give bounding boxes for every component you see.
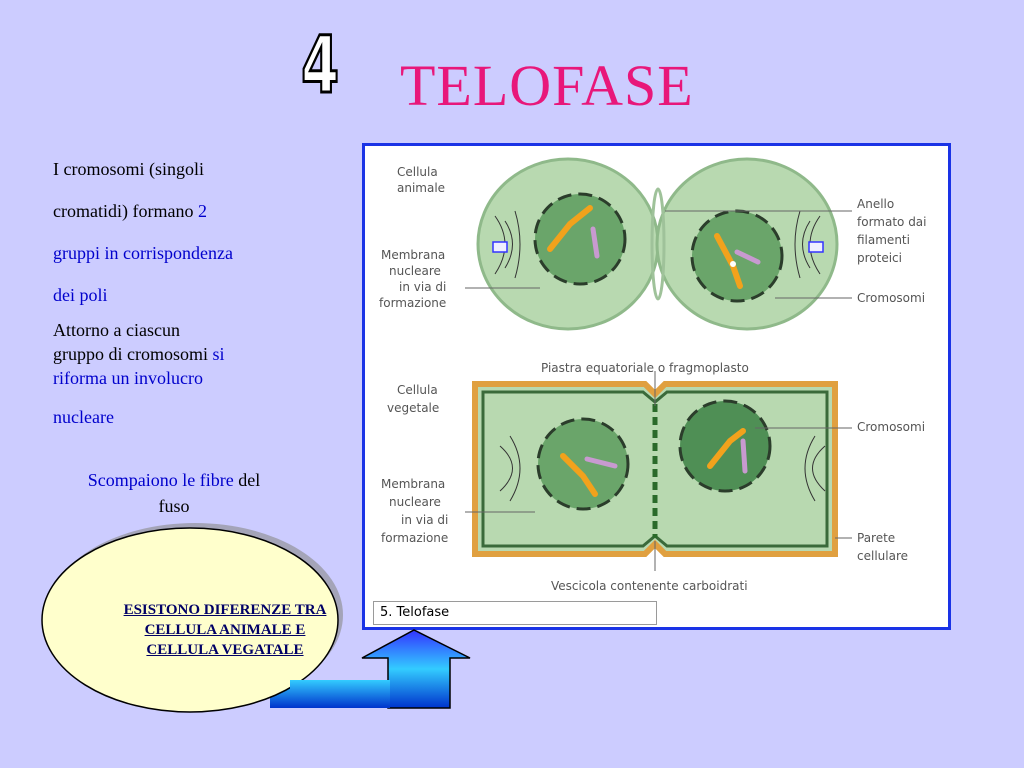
- arrow-connector: [290, 680, 390, 708]
- label-piastra: Piastra equatoriale o fragmoplasto: [541, 361, 749, 375]
- label-vescicola: Vescicola contenente carboidrati: [551, 579, 748, 593]
- text-line-4: dei poli: [53, 285, 108, 305]
- figure-caption: 5. Telofase: [373, 601, 657, 625]
- text-line-nucleare: nucleare: [53, 407, 114, 427]
- description-text: I cromosomi (singoli cromatidi) formano …: [53, 148, 323, 438]
- text-paragraph-2: Attorno a ciascun gruppo di cromosomi si…: [53, 320, 225, 388]
- callout-oval: [41, 527, 339, 713]
- slide-number-text: 4: [301, 22, 339, 102]
- text-line-2: cromatidi) formano 2: [53, 201, 207, 221]
- callout-text: ESISTONO DIFERENZE TRA CELLULA ANIMALE E…: [123, 602, 327, 658]
- label-cromosomi-vegetale: Cromosomi: [857, 420, 925, 434]
- fibre-text: Scompaiono le fibre del fuso: [87, 470, 261, 516]
- slide-title: TELOFASE: [400, 53, 694, 118]
- slide-number: 4: [300, 22, 341, 102]
- label-cromosomi-animale: Cromosomi: [857, 291, 925, 305]
- text-line-3: gruppi in corrispondenza: [53, 243, 233, 263]
- plant-cell: [472, 381, 838, 557]
- text-line-1: I cromosomi (singoli: [53, 159, 204, 179]
- animal-cell: [476, 157, 839, 331]
